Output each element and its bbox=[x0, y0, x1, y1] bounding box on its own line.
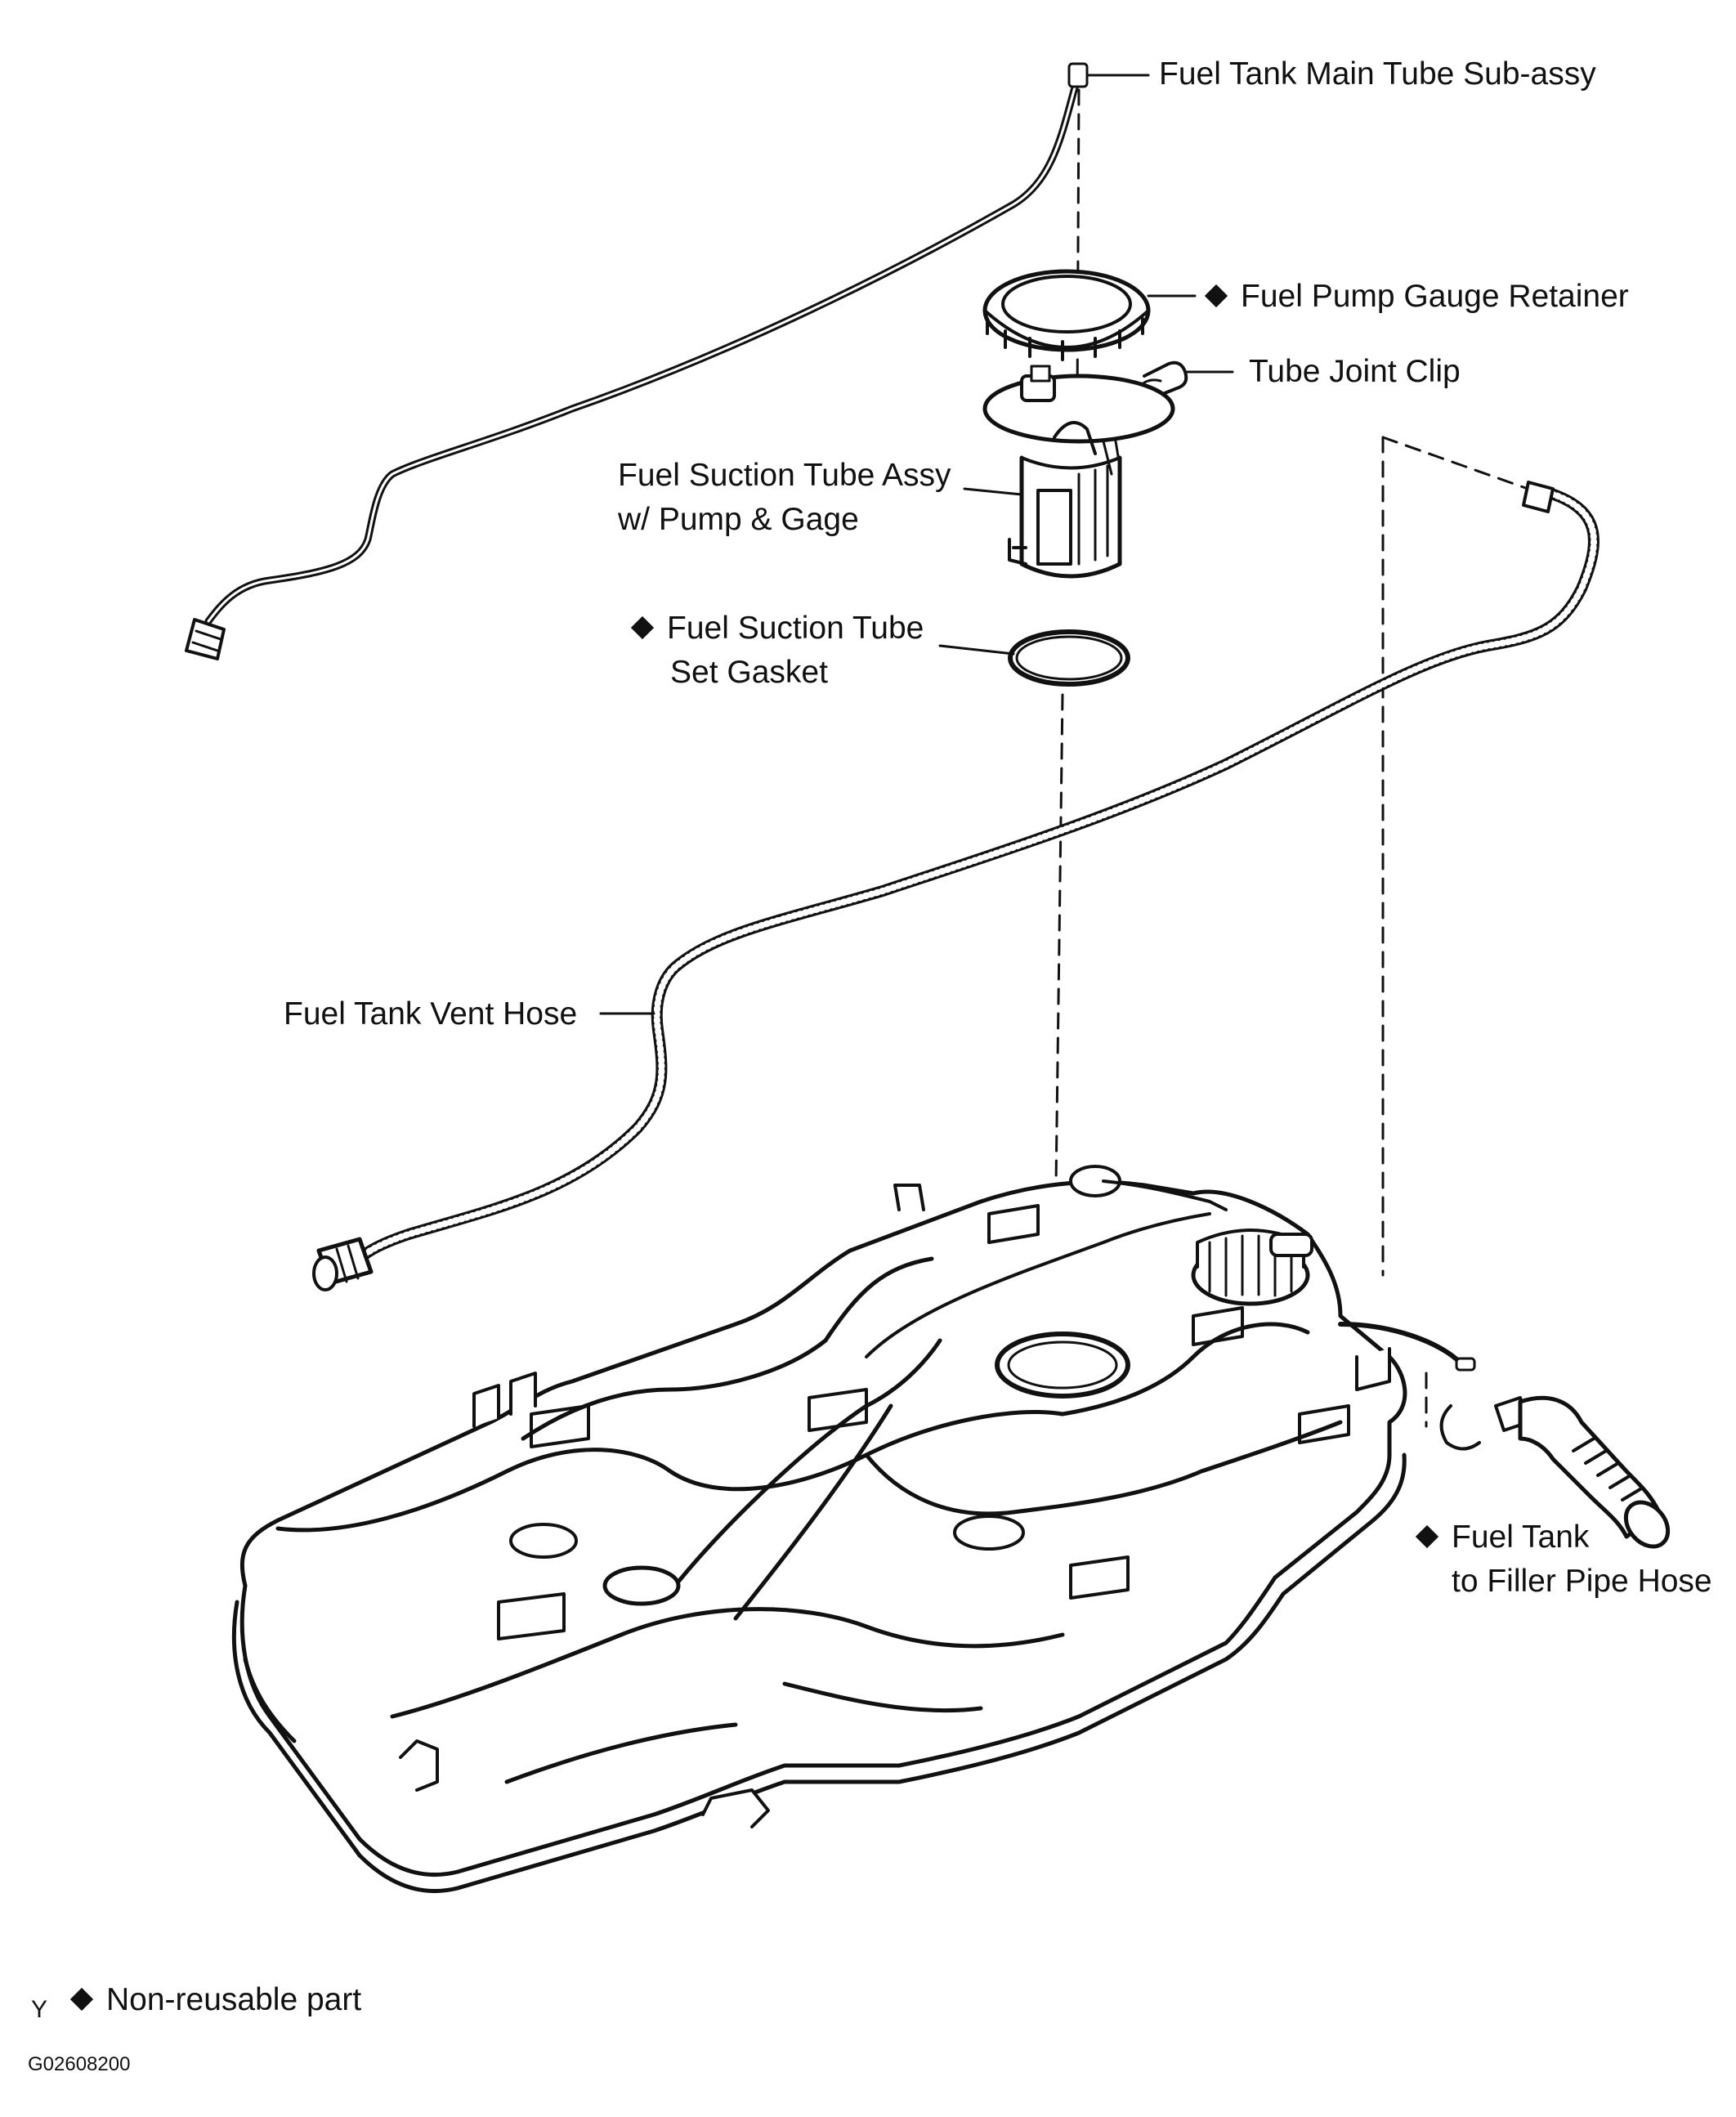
suction-gasket-line1: Fuel Suction Tube bbox=[667, 611, 924, 646]
legend-non-reusable: Non-reusable part bbox=[67, 1978, 361, 2022]
non-reusable-diamond-icon bbox=[630, 615, 655, 639]
suction-tube-assy-line1: Fuel Suction Tube Assy bbox=[618, 458, 951, 493]
filler-hose-part bbox=[1494, 1395, 1671, 1549]
non-reusable-diamond-icon bbox=[1204, 284, 1228, 307]
label-main-tube: Fuel Tank Main Tube Sub-assy bbox=[1159, 56, 1596, 92]
label-suction-tube-assy: Fuel Suction Tube Assy w/ Pump & Gage bbox=[618, 454, 951, 542]
label-pump-retainer: Fuel Pump Gauge Retainer bbox=[1201, 275, 1629, 319]
non-reusable-diamond-icon bbox=[1415, 1524, 1439, 1548]
fuel-tank-part bbox=[231, 1165, 1481, 1894]
legend-marker: Y bbox=[31, 1996, 48, 2023]
label-vent-hose: Fuel Tank Vent Hose bbox=[284, 996, 578, 1032]
filler-hose-line2: to Filler Pipe Hose bbox=[1452, 1564, 1712, 1599]
label-suction-gasket: Fuel Suction Tube Set Gasket bbox=[628, 606, 924, 695]
pump-retainer-part bbox=[982, 269, 1151, 361]
suction-tube-assy-line2: w/ Pump & Gage bbox=[618, 502, 859, 537]
label-filler-hose: Fuel Tank to Filler Pipe Hose bbox=[1412, 1515, 1712, 1604]
suction-tube-assy-part bbox=[982, 365, 1175, 579]
pump-retainer-text: Fuel Pump Gauge Retainer bbox=[1241, 279, 1629, 314]
alignment-lines bbox=[1053, 88, 1534, 1428]
filler-hose-line1: Fuel Tank bbox=[1452, 1519, 1590, 1555]
main-tube-part bbox=[186, 64, 1087, 659]
suction-gasket-line2: Set Gasket bbox=[670, 655, 828, 690]
legend-text: Non-reusable part bbox=[106, 1982, 362, 2017]
figure-code: G02608200 bbox=[28, 2053, 131, 2075]
suction-gasket-part bbox=[1008, 629, 1130, 687]
leader-lines bbox=[599, 74, 1234, 1015]
vent-hose-part bbox=[312, 481, 1600, 1291]
label-tube-joint-clip: Tube Joint Clip bbox=[1249, 354, 1461, 389]
non-reusable-diamond-icon bbox=[69, 1987, 94, 2011]
